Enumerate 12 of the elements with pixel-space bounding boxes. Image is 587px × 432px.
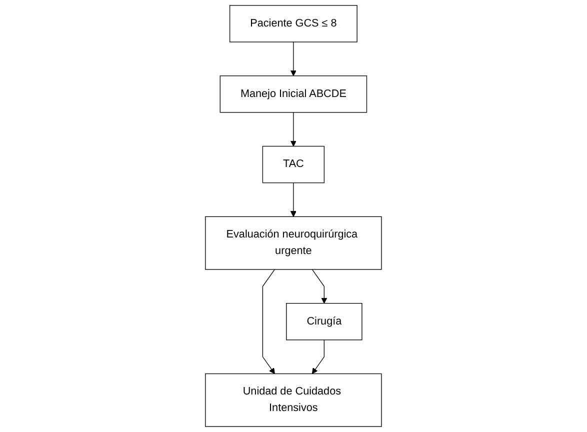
node-box: Manejo Inicial ABCDE bbox=[220, 76, 368, 113]
node-box: Cirugía bbox=[286, 303, 362, 340]
node-box: Paciente GCS ≤ 8 bbox=[230, 5, 358, 42]
arrow bbox=[312, 340, 325, 374]
arrow bbox=[290, 112, 296, 147]
node-box: Unidad de Cuidados Intensivos bbox=[205, 373, 382, 427]
arrow bbox=[312, 269, 328, 304]
node-box: TAC bbox=[262, 146, 325, 184]
node-box: Evaluación neuroquirúrgica urgente bbox=[205, 216, 382, 270]
arrow bbox=[290, 42, 296, 76]
arrow bbox=[290, 182, 296, 217]
arrow bbox=[262, 269, 276, 374]
